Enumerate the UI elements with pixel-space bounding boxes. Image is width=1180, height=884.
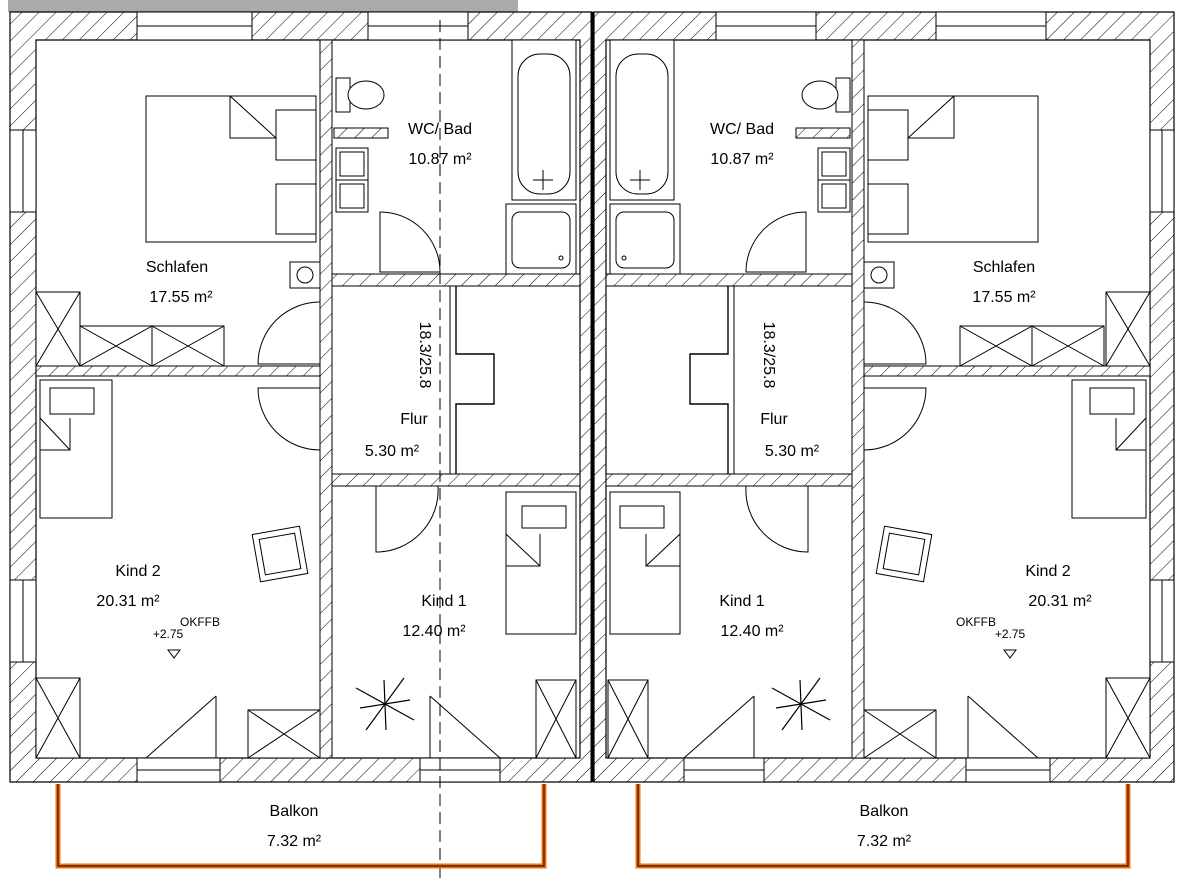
level-label-r: OKFFB <box>956 615 996 629</box>
balkon-railing-right <box>635 784 1131 869</box>
chimney <box>289 261 321 289</box>
room-name-flur-r: Flur <box>760 411 788 428</box>
room-area-balkon: 7.32 m² <box>267 833 322 850</box>
chair <box>251 525 309 583</box>
door-kind2 <box>257 387 321 451</box>
room-area-wcbad-r: 10.87 m² <box>710 151 774 168</box>
wall-inner-v1 <box>319 39 333 759</box>
room-name-kind2-r: Kind 2 <box>1025 563 1070 580</box>
room-name-wcbad: WC/ Bad <box>408 121 472 138</box>
room-area-schlafen-r: 17.55 m² <box>972 289 1036 306</box>
room-area-balkon-r: 7.32 m² <box>857 833 912 850</box>
bath-shelf <box>333 127 389 139</box>
room-area-kind2-r: 20.31 m² <box>1028 593 1092 610</box>
stairs <box>455 286 495 474</box>
top-strip <box>8 0 518 12</box>
room-area-kind1-r: 12.40 m² <box>720 623 784 640</box>
room-name-kind1-r: Kind 1 <box>719 593 764 610</box>
wall-inner-h3 <box>35 365 321 377</box>
door-bad <box>379 211 441 273</box>
room-name-balkon: Balkon <box>270 803 319 820</box>
balkon-railing-left <box>55 784 547 869</box>
room-name-balkon-r: Balkon <box>860 803 909 820</box>
room-area-kind2: 20.31 m² <box>96 593 160 610</box>
room-area-flur-r: 5.30 m² <box>765 443 820 460</box>
wall-inner-h2 <box>331 473 581 487</box>
level-label: OKFFB <box>180 615 220 629</box>
room-area-wcbad: 10.87 m² <box>408 151 472 168</box>
level-marker <box>167 649 181 659</box>
door-balkon-kind2 <box>144 695 217 759</box>
level-value-r: +2.75 <box>995 627 1026 641</box>
room-name-schlafen-r: Schlafen <box>973 259 1035 276</box>
stair-label: 18.3/25.8 <box>416 322 433 389</box>
plant <box>355 677 415 731</box>
room-area-schlafen: 17.55 m² <box>149 289 213 306</box>
unit-right: Schlafen 17.55 m² WC/ Bad 10.87 m² 18.3/… <box>593 11 1175 869</box>
room-area-flur: 5.30 m² <box>365 443 420 460</box>
room-name-kind1: Kind 1 <box>421 593 466 610</box>
wall-inner-h1 <box>331 273 581 287</box>
unit-left: Schlafen 17.55 m² WC/ Bad 10.87 m² 18.3/… <box>9 11 593 884</box>
door-balkon-kind1 <box>429 695 502 759</box>
room-name-wcbad-r: WC/ Bad <box>710 121 774 138</box>
toilet-bowl <box>347 80 385 110</box>
room-name-flur: Flur <box>400 411 428 428</box>
level-value: +2.75 <box>153 627 184 641</box>
door-schlafen <box>257 301 321 365</box>
room-name-schlafen: Schlafen <box>146 259 208 276</box>
stair-label-r: 18.3/25.8 <box>760 322 777 389</box>
room-area-kind1: 12.40 m² <box>402 623 466 640</box>
room-name-kind2: Kind 2 <box>115 563 160 580</box>
door-kind1 <box>375 485 439 553</box>
